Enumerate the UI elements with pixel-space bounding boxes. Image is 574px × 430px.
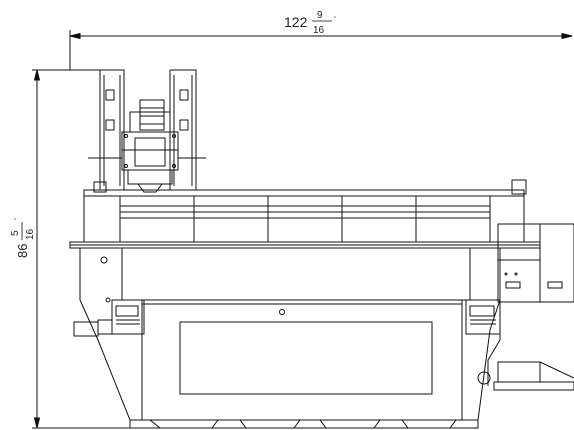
base-panel: [179, 321, 433, 395]
height-arrow-bottom: [33, 417, 41, 429]
gantry-beam: [83, 179, 527, 243]
spindle-motor: [139, 99, 165, 131]
width-arrow-right: [561, 32, 573, 40]
spindle-carriage: [88, 69, 206, 193]
height-unit: ": [15, 218, 21, 220]
side-tray: [493, 361, 574, 391]
height-dimension: 86 5 16 ": [4, 69, 140, 429]
table-top: [69, 241, 541, 249]
height-whole: 86: [15, 244, 30, 258]
height-denominator: 16: [25, 228, 36, 240]
control-cabinet: [477, 223, 574, 386]
machine-base: [79, 247, 501, 429]
width-unit: ": [334, 17, 336, 23]
width-arrow-left: [69, 32, 81, 40]
height-numerator: 5: [10, 230, 21, 236]
height-arrow-top: [33, 69, 41, 81]
width-whole: 122: [284, 14, 308, 30]
width-denominator: 16: [313, 25, 325, 36]
width-numerator: 9: [317, 10, 323, 21]
right-bracket: [465, 299, 501, 335]
left-bracket: [73, 299, 145, 337]
width-dimension: 122 9 16 ": [69, 8, 573, 70]
